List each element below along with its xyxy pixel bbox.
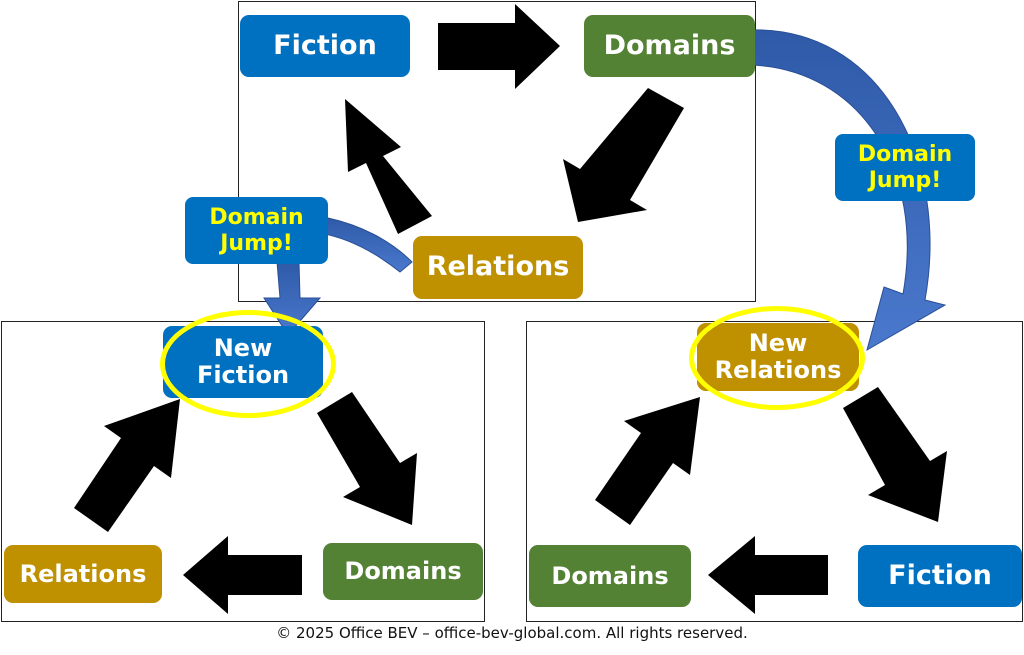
copyright-footer: © 2025 Office BEV – office-bev-global.co… [276,624,748,642]
right-domains-box: Domains [529,545,691,607]
top-relations-box: Relations [413,236,583,299]
left-jump-line2: Jump! [220,230,293,256]
right-highlight-ring [689,306,865,410]
left-relations-box: Relations [4,545,162,603]
left-domain-jump-label: Domain Jump! [185,197,328,264]
right-jump-line1: Domain [857,142,953,168]
left-highlight-ring [160,310,336,418]
right-jump-line2: Jump! [868,167,942,193]
right-domain-jump-label: Domain Jump! [835,134,975,201]
top-domains-box: Domains [584,15,755,77]
right-fiction-box: Fiction [858,545,1022,607]
left-jump-line1: Domain [209,205,304,231]
top-fiction-box: Fiction [240,15,410,77]
left-domains-box: Domains [323,543,483,600]
